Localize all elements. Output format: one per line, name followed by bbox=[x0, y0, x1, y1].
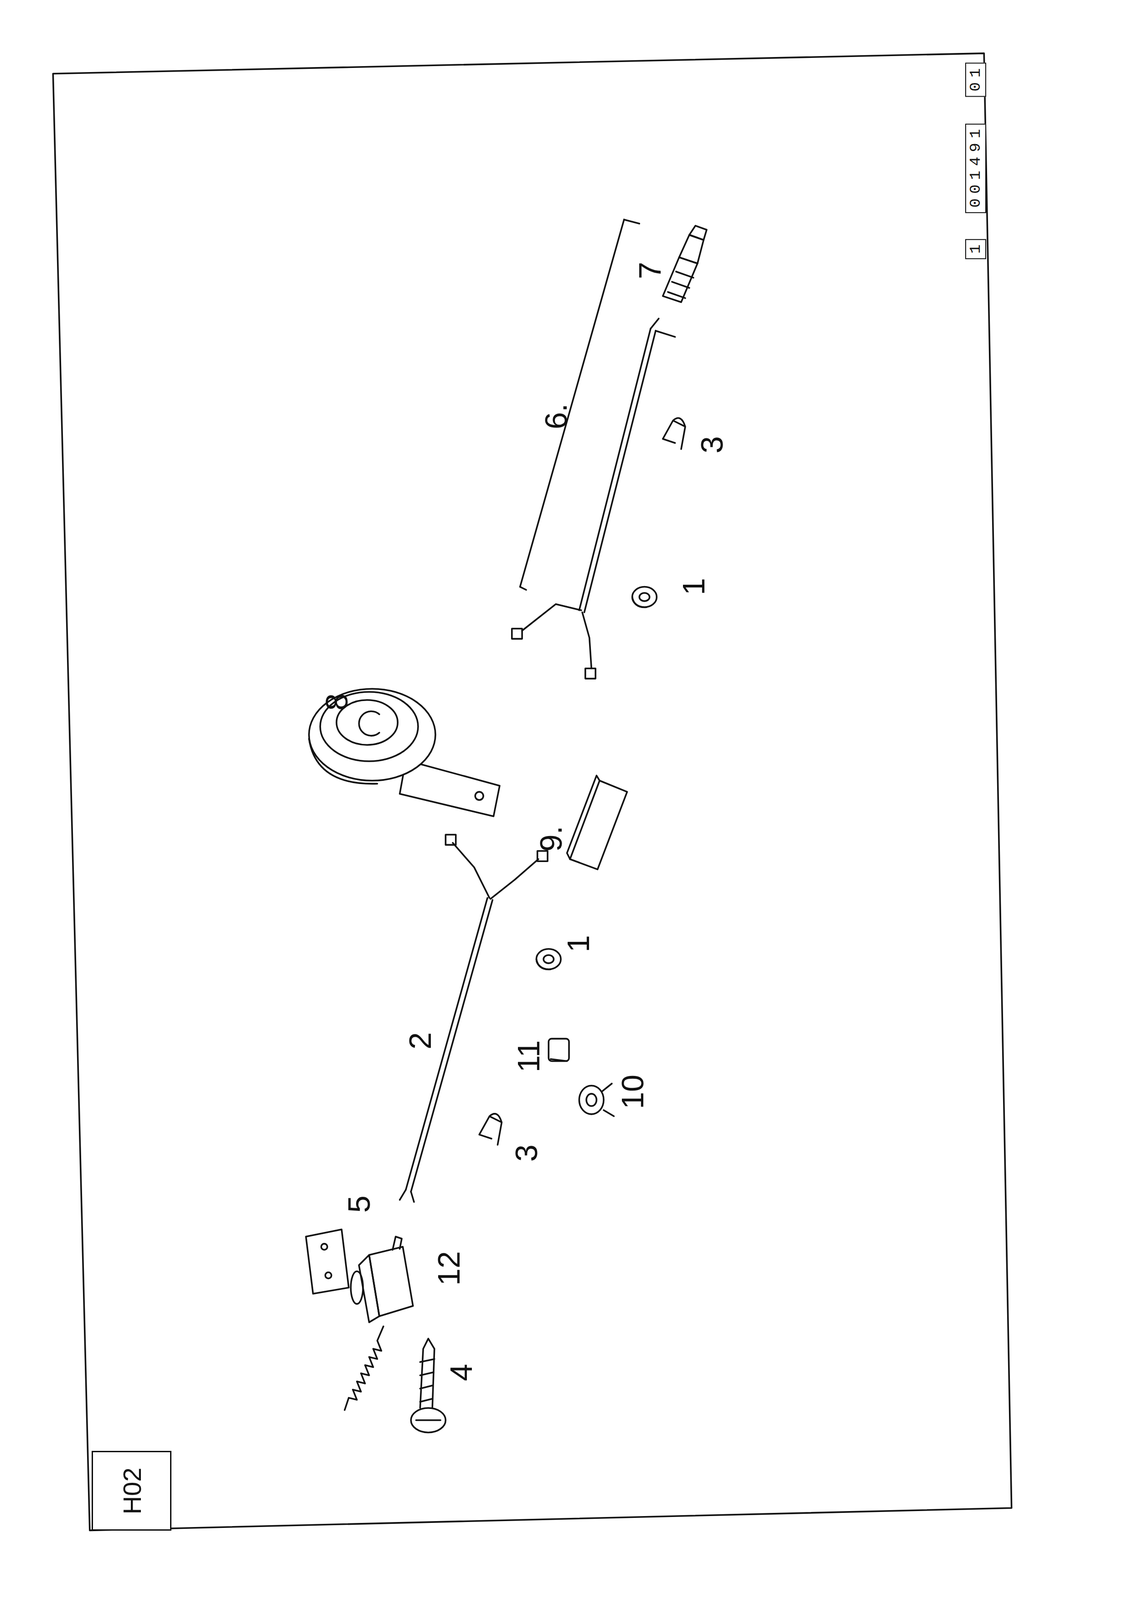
part-11 bbox=[550, 1058, 568, 1061]
connector-7 bbox=[689, 225, 707, 240]
connector-7 bbox=[662, 257, 698, 302]
drawing-number: 001491 bbox=[965, 123, 987, 213]
grommet-1 bbox=[632, 586, 657, 608]
cable-2 bbox=[445, 834, 456, 845]
callout-number: 11 bbox=[512, 1039, 544, 1072]
screw-4 bbox=[416, 1418, 441, 1421]
clip-3 bbox=[662, 418, 686, 450]
cable-6 bbox=[512, 318, 676, 679]
cable-6 bbox=[584, 330, 657, 612]
screw-4 bbox=[410, 1407, 446, 1433]
spring bbox=[344, 1325, 384, 1410]
block-9 bbox=[569, 780, 627, 870]
screw-4 bbox=[419, 1338, 435, 1408]
cable-2 bbox=[399, 834, 548, 1202]
spring bbox=[344, 1325, 384, 1410]
plate-5 bbox=[305, 1229, 349, 1294]
grommet-1 bbox=[543, 954, 554, 963]
bracket-6 bbox=[624, 219, 640, 224]
bracket-6 bbox=[520, 219, 625, 587]
screw-4 bbox=[419, 1358, 435, 1402]
cable-2 bbox=[537, 850, 548, 861]
horn-8 bbox=[309, 738, 378, 784]
screw-4 bbox=[410, 1338, 446, 1433]
part-11 bbox=[548, 1038, 569, 1061]
grommet-1 bbox=[536, 948, 561, 970]
switch-12 bbox=[358, 1254, 380, 1323]
part-10 bbox=[601, 1083, 615, 1117]
callout-number: 6. bbox=[540, 403, 572, 430]
callout-number: 4 bbox=[445, 1363, 477, 1381]
page-frame bbox=[52, 53, 1012, 1531]
block-9 bbox=[567, 775, 601, 859]
drawing-number: 1 bbox=[965, 238, 987, 259]
horn-8 bbox=[320, 691, 419, 761]
cable-6 bbox=[582, 611, 592, 668]
cable-6 bbox=[650, 318, 676, 337]
grommet-1 bbox=[536, 948, 561, 970]
connector-7 bbox=[667, 271, 694, 298]
callout-number: 12 bbox=[433, 1250, 465, 1286]
callout-number: 8 bbox=[320, 693, 352, 711]
callout-number: 5 bbox=[343, 1194, 375, 1213]
part-10 bbox=[579, 1083, 614, 1117]
cable-2 bbox=[399, 1189, 414, 1202]
plate-5 bbox=[305, 1229, 349, 1294]
sheet-id: H02 bbox=[116, 1466, 147, 1514]
switch-12 bbox=[350, 1270, 363, 1304]
clip-3 bbox=[662, 418, 686, 450]
cable-2 bbox=[490, 858, 539, 899]
horn-8 bbox=[475, 791, 484, 800]
cable-6 bbox=[512, 628, 523, 639]
switch-12 bbox=[350, 1236, 413, 1322]
callout-number: 9. bbox=[535, 825, 567, 852]
switch-12 bbox=[392, 1236, 402, 1250]
parts-illustration bbox=[52, 53, 1012, 1531]
part-11 bbox=[548, 1038, 569, 1061]
bracket-6 bbox=[520, 219, 640, 590]
cable-6 bbox=[522, 604, 582, 631]
clip-3 bbox=[479, 1113, 502, 1145]
grommet-1 bbox=[639, 592, 650, 601]
switch-12 bbox=[369, 1246, 414, 1316]
block-9 bbox=[567, 775, 628, 870]
callout-number: 7 bbox=[634, 261, 666, 280]
bracket-6 bbox=[520, 586, 527, 590]
cable-6 bbox=[579, 328, 651, 611]
plate-5 bbox=[321, 1243, 328, 1250]
grommet-1 bbox=[536, 958, 551, 970]
callout-number: 3 bbox=[696, 436, 728, 454]
plate-5 bbox=[325, 1272, 332, 1278]
part-10 bbox=[579, 1085, 604, 1114]
part-10 bbox=[586, 1093, 597, 1106]
sheet-id-box: H02 bbox=[91, 1450, 171, 1531]
callout-number: 3 bbox=[510, 1143, 542, 1162]
connector-7 bbox=[662, 225, 707, 303]
cable-2 bbox=[452, 842, 490, 898]
cable-6 bbox=[585, 667, 596, 678]
drawing-number: 01 bbox=[965, 62, 987, 97]
callout-number: 1 bbox=[562, 935, 594, 953]
callout-number: 1 bbox=[677, 577, 709, 595]
horn-8 bbox=[309, 688, 436, 781]
horn-8 bbox=[309, 688, 500, 817]
callout-number: 2 bbox=[404, 1031, 436, 1050]
horn-8 bbox=[358, 710, 380, 736]
clip-3 bbox=[479, 1113, 502, 1145]
grommet-1 bbox=[632, 596, 647, 608]
grommet-1 bbox=[632, 586, 657, 608]
callout-number: 10 bbox=[616, 1074, 648, 1109]
